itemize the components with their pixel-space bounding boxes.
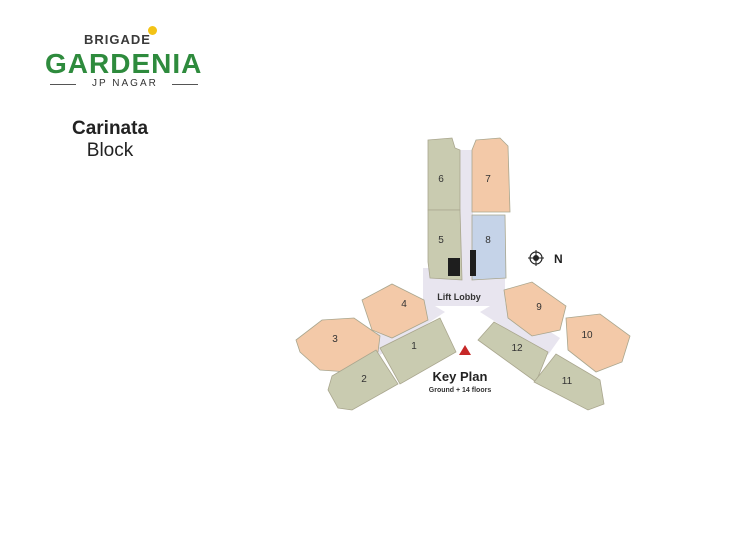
southeast-wing	[477, 281, 631, 411]
unit-label-6: 6	[438, 174, 444, 185]
unit-12-shape	[477, 321, 549, 383]
lift-lobby-label: Lift Lobby	[437, 292, 481, 302]
key-plan-title: Key Plan	[433, 369, 488, 384]
block-title-line2: Block	[86, 140, 134, 161]
unit-label-8: 8	[485, 235, 491, 246]
block-title: Carinata Block	[60, 118, 160, 162]
brand-location: JP NAGAR	[92, 78, 158, 89]
brand-logo: BRIGADE GARDENIA JP NAGAR	[44, 26, 204, 96]
unit-1-shape	[379, 317, 457, 385]
unit-7-shape	[471, 137, 511, 213]
location-marker-icon	[459, 345, 471, 355]
lift-core-left	[448, 258, 460, 276]
unit-label-7: 7	[485, 174, 491, 185]
southwest-wing	[295, 283, 457, 411]
brand-dot-icon	[148, 26, 157, 35]
unit-label-10: 10	[581, 330, 593, 341]
key-plan-subtitle: Ground + 14 floors	[429, 387, 492, 394]
brand-divider-right	[172, 84, 198, 85]
unit-label-9: 9	[536, 302, 542, 313]
unit-label-12: 12	[511, 343, 523, 354]
unit-label-5: 5	[438, 235, 444, 246]
north-label: N	[554, 252, 563, 266]
block-title-line1: Carinata	[71, 118, 149, 139]
unit-label-11: 11	[562, 376, 573, 387]
unit-labels: 1 2 3 4 5 6 7 8 9 10 11 12	[332, 174, 593, 387]
unit-8-shape	[471, 214, 507, 281]
unit-label-1: 1	[411, 341, 417, 352]
lift-core-right	[470, 250, 476, 276]
brand-divider-left	[50, 84, 76, 85]
unit-2-shape	[327, 349, 399, 411]
north-wing	[427, 137, 511, 281]
unit-9-shape	[503, 281, 567, 337]
unit-10-shape	[565, 313, 631, 373]
unit-3-shape	[295, 317, 381, 373]
unit-6-shape	[427, 137, 461, 211]
unit-11-shape	[533, 353, 605, 411]
unit-label-4: 4	[401, 299, 407, 310]
compass-icon	[528, 250, 544, 266]
unit-label-3: 3	[332, 334, 338, 345]
brand-top-text: BRIGADE	[84, 32, 151, 47]
brand-name: GARDENIA	[45, 48, 203, 79]
unit-label-2: 2	[361, 374, 367, 385]
